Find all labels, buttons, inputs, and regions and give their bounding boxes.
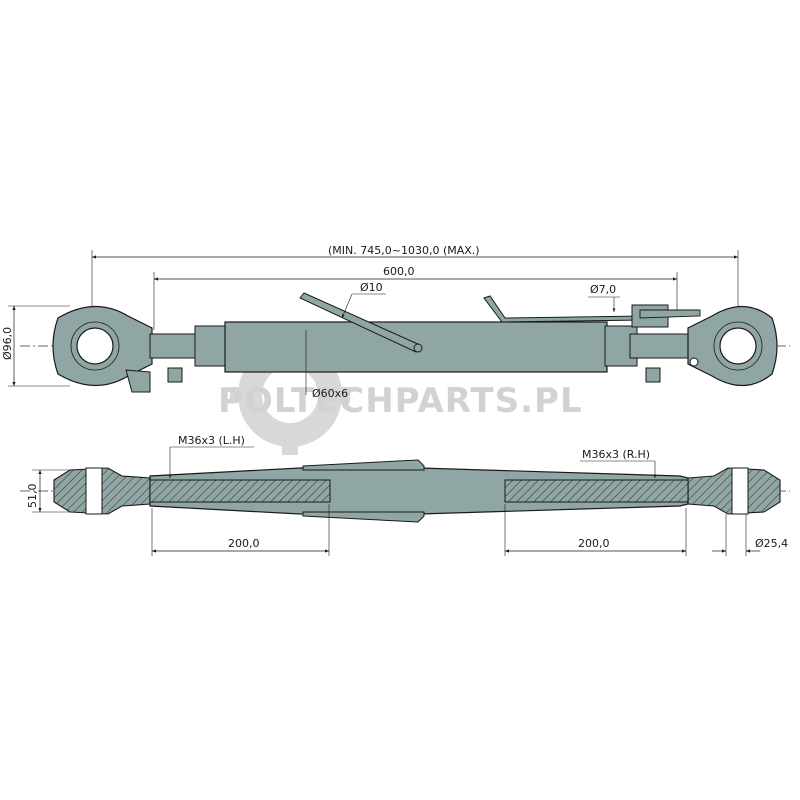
left-stop-lug [125,369,151,393]
right-threaded-rod [504,479,689,503]
right-lube-point [689,357,699,367]
clip-diameter-label: Ø7,0 [590,283,616,296]
left-grease-nipple [167,367,183,383]
eye-diameter-label: Ø96,0 [1,327,14,360]
thread-right-label: M36x3 (R.H) [582,448,650,461]
locking-clip [483,295,646,323]
right-eye-bore [719,327,757,365]
sleeve-top [302,459,425,471]
sleeve-bottom [302,511,425,523]
end-height-label: 51,0 [26,484,39,509]
thread-length-left-label: 200,0 [228,537,260,550]
section-view: M36x3 (L.H) M36x3 (R.H) 51,0 200,0 200,0… [20,434,790,556]
thread-left-label: M36x3 (L.H) [178,434,245,447]
thread-length-right-label: 200,0 [578,537,610,550]
tube-size-label: Ø60x6 [312,387,348,400]
overall-length-label: (MIN. 745,0~1030,0 (MAX.) [328,244,480,257]
tube-length-label: 600,0 [383,265,415,278]
left-eye-bore [76,327,114,365]
left-bore-section [85,467,103,515]
top-view: (MIN. 745,0~1030,0 (MAX.) 600,0 Ø10 Ø7,0… [1,244,790,400]
pin-diameter-label: Ø10 [360,281,383,294]
left-threaded-rod [149,479,331,503]
watermark-text: POLTECHPARTS.PL [218,381,583,421]
bore-diameter-label: Ø25,4 [755,537,788,550]
right-bore-section [731,467,749,515]
left-lock-nut [194,325,228,367]
right-grease-nipple [645,367,661,383]
